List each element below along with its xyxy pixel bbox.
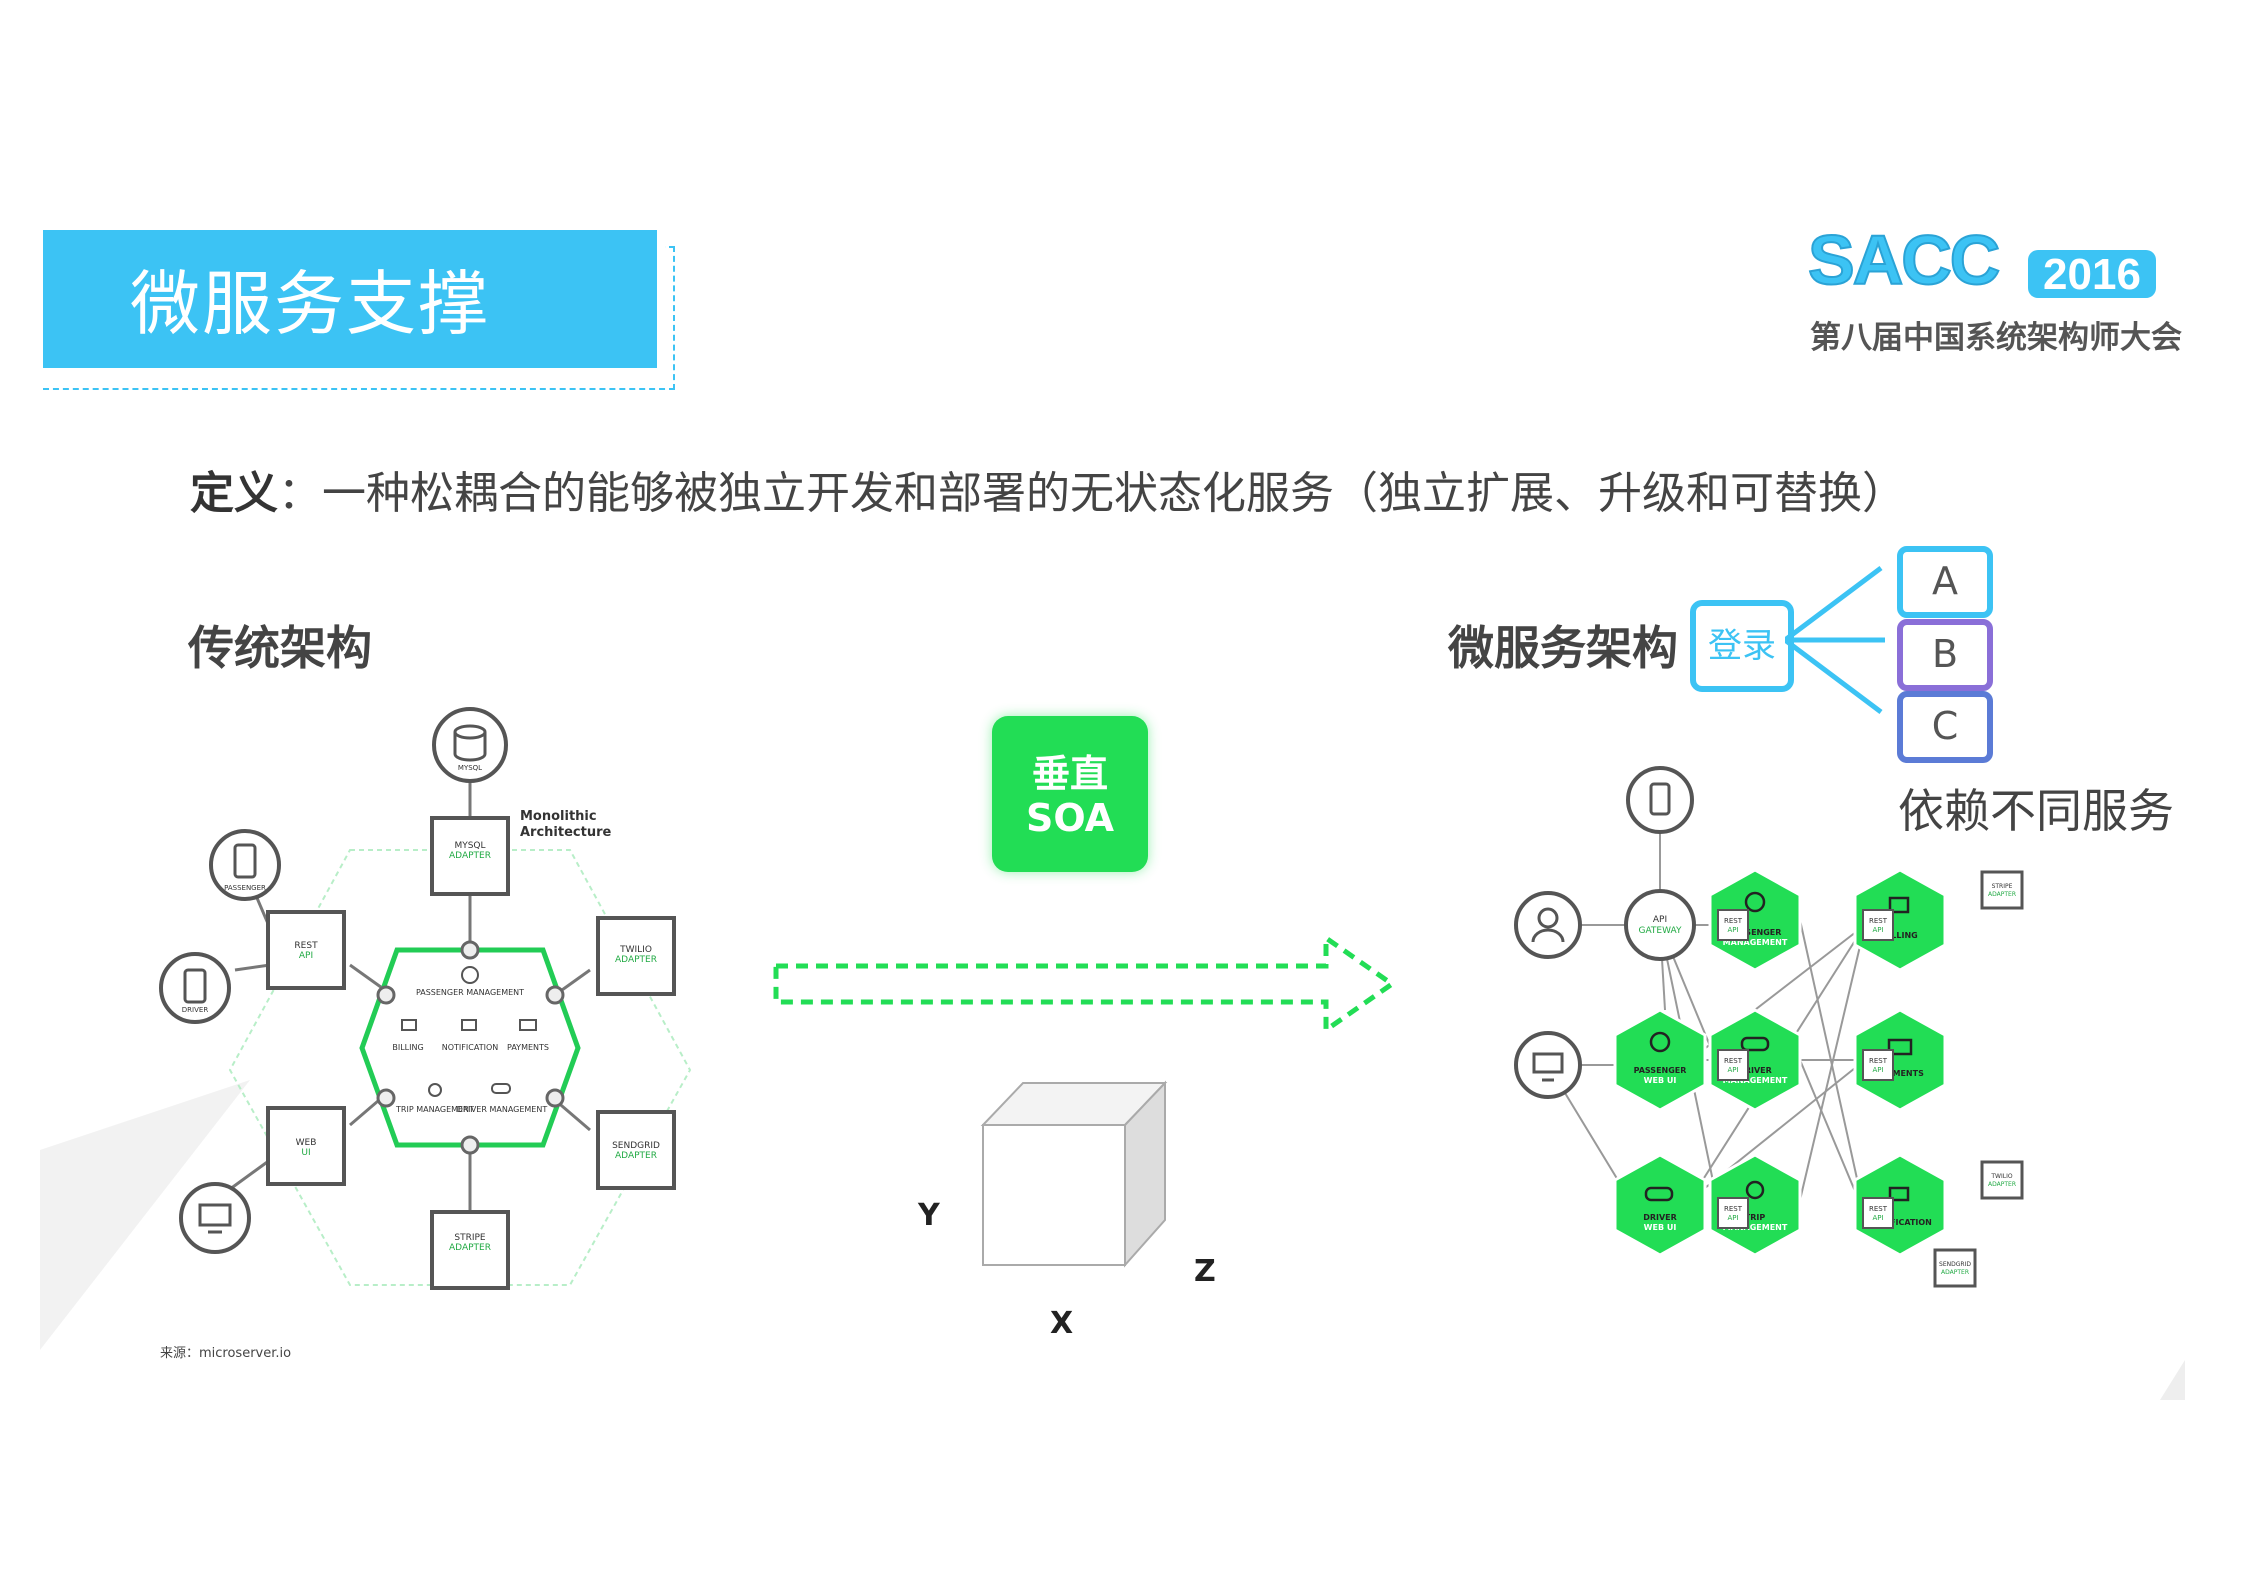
core-label-passenger: PASSENGER MANAGEMENT [416,988,524,997]
svg-text:REST: REST [1869,1205,1888,1213]
soa-line-1: 垂直 [1031,752,1108,796]
login-service-box: 登录 [1690,600,1794,692]
soa-line-2: SOA [1025,796,1115,840]
svg-text:PAYMENTS: PAYMENTS [1876,1069,1924,1078]
svg-text:PASSENGER: PASSENGER [1729,928,1782,937]
microservice-heading: 微服务架构 [1448,621,1678,675]
axis-x-label: X [1050,1306,1074,1341]
svg-text:REST: REST [1724,1057,1743,1065]
definition-label: 定义 [190,468,278,519]
traditional-heading: 传统架构 [188,621,372,675]
svg-text:WEB UI: WEB UI [1644,1223,1677,1232]
service-box-c: C [1897,691,1993,763]
definition-line: 定义：一种松耦合的能够被独立开发和部署的无状态化服务（独立扩展、升级和可替换） [190,457,1906,521]
svg-text:REST: REST [1724,1205,1743,1213]
source-credit: 来源：microserver.io [160,1346,292,1361]
svg-text:API: API [299,951,313,961]
core-label-driver: DRIVER MANAGEMENT [457,1105,548,1114]
service-box-a: A [1897,546,1993,618]
svg-text:BILLING: BILLING [1882,931,1918,940]
svg-text:SENDGRID: SENDGRID [612,1141,660,1151]
title-banner [43,230,657,368]
service-box-b: B [1897,619,1993,691]
svg-text:GATEWAY: GATEWAY [1639,926,1682,936]
page-title: 微服务支撑 [130,263,490,345]
svg-text:DRIVER: DRIVER [182,1006,209,1014]
vertical-soa-badge: 垂直 SOA [992,716,1148,872]
svg-text:UI: UI [301,1148,310,1158]
core-label-notification: NOTIFICATION [442,1043,498,1052]
monolith-core [359,947,581,1148]
definition-text: 一种松耦合的能够被独立开发和部署的无状态化服务（独立扩展、升级和可替换） [322,468,1906,519]
definition-separator: ： [278,468,322,519]
depends-caption: 依赖不同服务 [1898,784,2174,838]
core-label-billing: BILLING [392,1043,423,1052]
svg-text:STRIPE: STRIPE [1992,883,2013,890]
core-label-trip: TRIP MANAGEMENT [395,1105,474,1114]
svg-text:TWILIO: TWILIO [619,945,652,955]
svg-text:DRIVER: DRIVER [1643,1213,1677,1222]
svg-text:ADAPTER: ADAPTER [1988,1181,2016,1188]
svg-text:PASSENGER: PASSENGER [224,884,266,892]
svg-text:API: API [1727,1214,1738,1222]
outer-hexagon [228,849,692,1286]
svg-text:MANAGEMENT: MANAGEMENT [1723,938,1788,947]
svg-text:API: API [1872,926,1883,934]
monolithic-title-2: Architecture [520,825,612,840]
axis-z-label: Z [1194,1254,1216,1289]
svg-text:TRIP: TRIP [1745,1213,1766,1222]
svg-text:WEB UI: WEB UI [1644,1076,1677,1085]
svg-text:ADAPTER: ADAPTER [449,1243,491,1253]
monolithic-title-1: Monolithic [520,809,597,824]
svg-text:ADAPTER: ADAPTER [615,955,657,965]
svg-text:STRIPE: STRIPE [454,1233,486,1243]
svg-text:REST: REST [1724,917,1743,925]
core-label-payments: PAYMENTS [507,1043,549,1052]
svg-text:REST: REST [1869,917,1888,925]
svg-text:REST: REST [294,941,318,951]
svg-text:MYSQL: MYSQL [454,841,485,851]
sacc-logo-year: 2016 [2028,250,2156,299]
svg-text:NOTIFICATION: NOTIFICATION [1868,1218,1932,1227]
svg-text:TWILIO: TWILIO [1990,1173,2012,1180]
svg-text:WEB: WEB [296,1138,317,1148]
svg-text:PASSENGER: PASSENGER [1634,1066,1687,1075]
svg-text:ADAPTER: ADAPTER [1941,1269,1969,1276]
svg-text:API: API [1872,1066,1883,1074]
svg-text:ADAPTER: ADAPTER [449,851,491,861]
sacc-logo-brand: SACC [1807,220,2001,300]
svg-text:ADAPTER: ADAPTER [1988,891,2016,898]
svg-text:REST: REST [1869,1057,1888,1065]
transition-arrow [773,933,1397,1035]
sacc-logo-subtitle: 第八届中国系统架构师大会 [1810,320,2182,356]
svg-text:SENDGRID: SENDGRID [1939,1261,1971,1268]
login-branch-lines [1785,566,1885,714]
svg-text:MYSQL: MYSQL [458,764,482,772]
svg-text:ADAPTER: ADAPTER [615,1151,657,1161]
svg-text:MANAGEMENT: MANAGEMENT [1723,1076,1788,1085]
scale-cube [980,1080,1168,1268]
svg-text:API: API [1872,1214,1883,1222]
svg-text:MANAGEMENT: MANAGEMENT [1723,1223,1788,1232]
svg-text:API: API [1727,926,1738,934]
monolithic-diagram: PASSENGER MANAGEMENT BILLING NOTIFICATIO… [159,707,692,1290]
axis-y-label: Y [918,1198,940,1233]
svg-text:API: API [1653,915,1667,925]
svg-text:DRIVER: DRIVER [1738,1066,1772,1075]
svg-text:API: API [1727,1066,1738,1074]
